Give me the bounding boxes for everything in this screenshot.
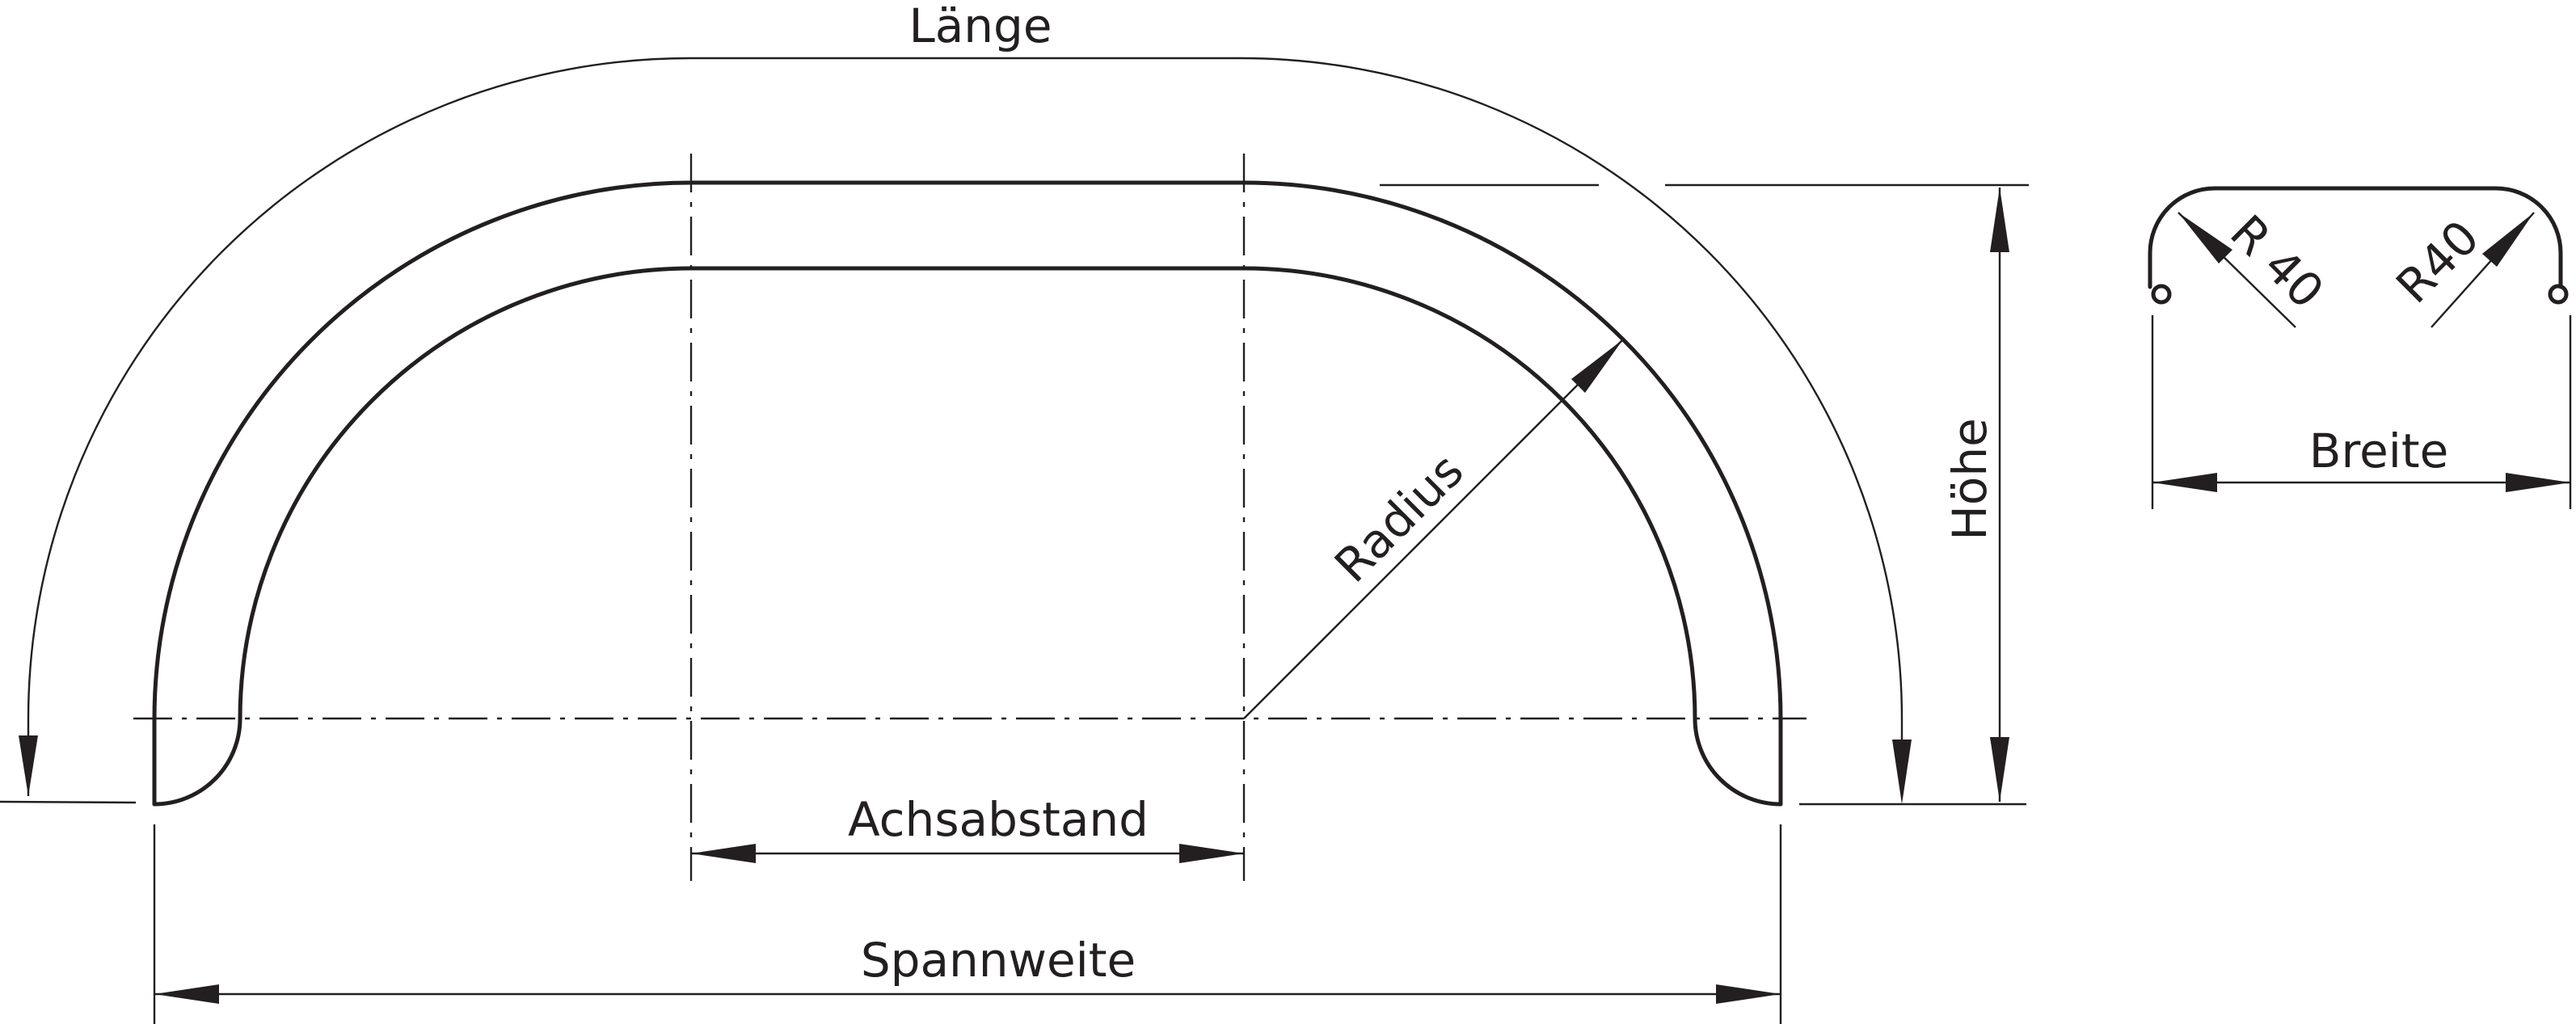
- laenge-label: Länge: [909, 0, 1052, 53]
- hoehe-dimension: Höhe: [1942, 188, 2009, 802]
- center-lines: [133, 154, 1807, 881]
- radius-dimension-line: [1243, 339, 1624, 719]
- breite-arrow-right: [2506, 473, 2570, 492]
- r40-left-label: R 40: [2220, 204, 2334, 319]
- breite-label: Breite: [2309, 424, 2449, 478]
- hoehe-arrow-top: [1990, 188, 2009, 252]
- r40-right-label: R40: [2385, 209, 2490, 314]
- spannweite-arrow-right: [1716, 984, 1781, 1004]
- left-rolled-edge: [2151, 284, 2172, 305]
- fender-cross-section: R 40 R40 Breite: [2148, 186, 2572, 509]
- hoehe-arrow-bottom: [1990, 737, 2009, 802]
- breite-arrow-left: [2152, 473, 2217, 492]
- laenge-dimension: Länge: [19, 0, 1912, 804]
- achsabstand-arrow-left: [691, 844, 756, 863]
- extension-lines: [0, 183, 2029, 1024]
- cross-section-profile: [2148, 186, 2563, 289]
- laenge-dimension-arc: [27, 57, 1904, 796]
- spannweite-dimension: Spannweite: [154, 933, 1781, 1004]
- r40-left-arrow: [2178, 213, 2232, 263]
- fender-side-view: [152, 180, 1783, 807]
- spannweite-label: Spannweite: [861, 933, 1136, 988]
- radius-label: Radius: [1324, 443, 1474, 593]
- fender-outer-contour: [152, 180, 1783, 807]
- fender-right-end-bead: [1693, 716, 1783, 807]
- laenge-arrow-left: [19, 735, 38, 796]
- achsabstand-label: Achsabstand: [848, 792, 1149, 847]
- left-bottom-extension-line: [0, 800, 137, 804]
- radius-arrow: [1571, 339, 1623, 393]
- r40-right-arrow: [2482, 213, 2534, 267]
- right-rolled-edge: [2548, 284, 2569, 305]
- fender-left-end-bead: [152, 716, 242, 807]
- achsabstand-dimension: Achsabstand: [691, 792, 1244, 863]
- fender-inner-contour: [238, 266, 1697, 722]
- spannweite-arrow-left: [154, 984, 219, 1004]
- radius-dimension: Radius: [1243, 339, 1624, 719]
- laenge-arrow-right: [1892, 740, 1912, 804]
- achsabstand-arrow-right: [1179, 844, 1244, 863]
- hoehe-label: Höhe: [1942, 418, 1997, 541]
